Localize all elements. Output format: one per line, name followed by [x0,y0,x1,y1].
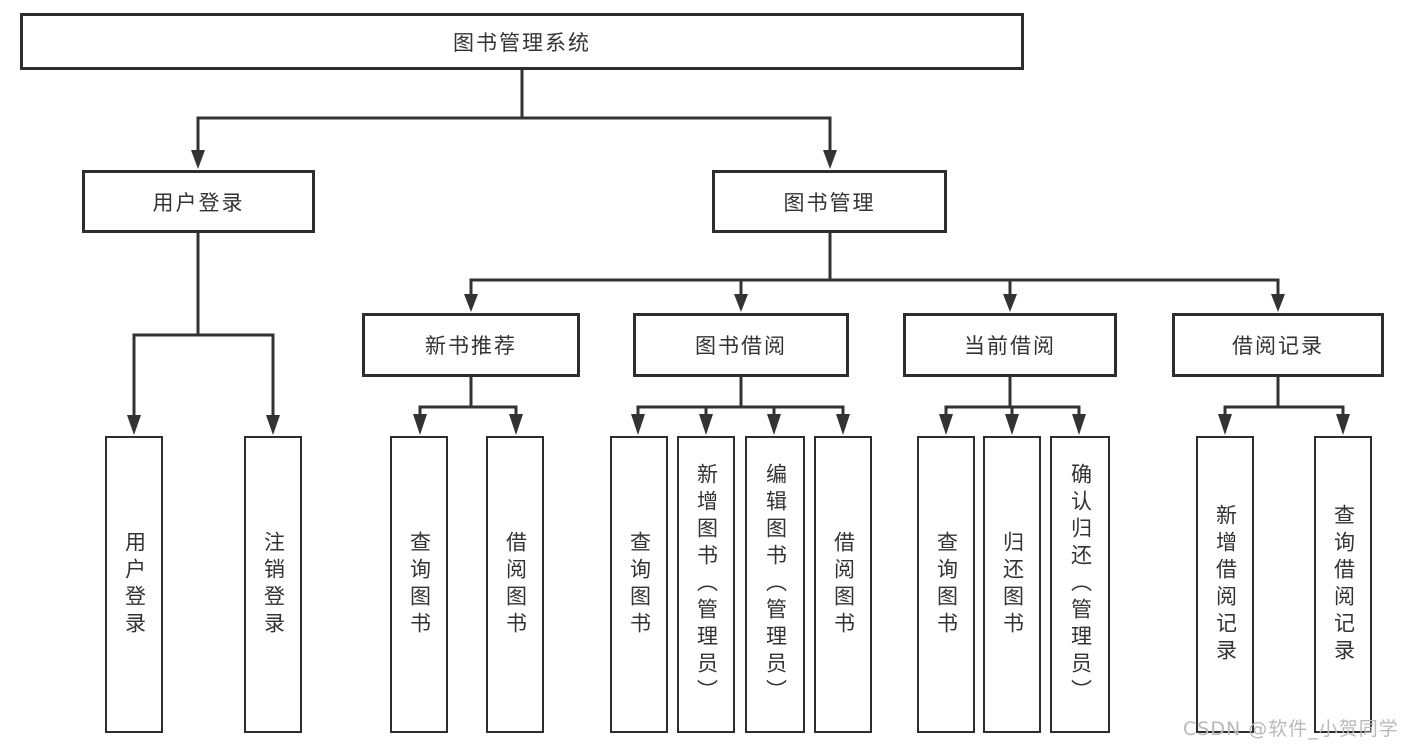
node-new-book-recommend: 新书推荐 [362,313,580,377]
leaf-user-login-label: 用户登录 [122,530,147,639]
leaf-query-books-borrow: 查询图书 [610,436,668,733]
node-book-management: 图书管理 [712,170,947,233]
leaf-confirm-return-admin: 确认归还（管理员） [1050,436,1110,733]
connector-current-borrow-to-leaves [939,373,1086,435]
leaf-add-book-admin: 新增图书（管理员） [677,436,735,733]
node-borrowing-records: 借阅记录 [1172,313,1384,377]
leaf-confirm-return-admin-label: 确认归还（管理员） [1068,463,1093,706]
leaf-borrow-books-newbook: 借阅图书 [486,436,544,733]
csdn-watermark: CSDN @软件_小贺同学 [1183,718,1399,740]
leaf-query-borrow-record-label: 查询借阅记录 [1331,503,1356,666]
leaf-edit-book-admin-label: 编辑图书（管理员） [763,463,788,706]
connector-book-mgmt-to-level2 [464,229,1285,312]
leaf-query-books-current-label: 查询图书 [934,530,959,639]
node-book-borrowing: 图书借阅 [633,313,849,377]
leaf-borrow-books-borrow-label: 借阅图书 [831,530,856,639]
leaf-add-borrow-record-label: 新增借阅记录 [1213,503,1238,666]
connector-root-to-level1 [191,66,837,169]
leaf-query-books-borrow-label: 查询图书 [627,530,652,639]
leaf-add-borrow-record: 新增借阅记录 [1196,436,1254,733]
connector-book-borrow-to-leaves [631,373,850,435]
leaf-query-books-current: 查询图书 [917,436,975,733]
leaf-query-borrow-record: 查询借阅记录 [1314,436,1372,733]
leaf-add-book-admin-label: 新增图书（管理员） [694,463,719,706]
connector-new-book-to-leaves [413,373,523,435]
node-current-borrowing: 当前借阅 [903,313,1117,377]
leaf-logout: 注销登录 [244,436,302,733]
leaf-return-books: 归还图书 [983,436,1041,733]
leaf-logout-label: 注销登录 [261,530,286,639]
leaf-return-books-label: 归还图书 [1000,530,1025,639]
connector-borrow-record-to-leaves [1218,373,1350,435]
connector-user-login-to-leaves [127,229,280,435]
leaf-borrow-books-borrow: 借阅图书 [814,436,872,733]
leaf-query-books-newbook: 查询图书 [390,436,448,733]
node-library-management-system: 图书管理系统 [20,13,1024,70]
leaf-user-login: 用户登录 [105,436,163,733]
leaf-edit-book-admin: 编辑图书（管理员） [745,436,805,733]
leaf-query-books-newbook-label: 查询图书 [407,530,432,639]
leaf-borrow-books-newbook-label: 借阅图书 [503,530,528,639]
node-user-login: 用户登录 [82,170,315,233]
